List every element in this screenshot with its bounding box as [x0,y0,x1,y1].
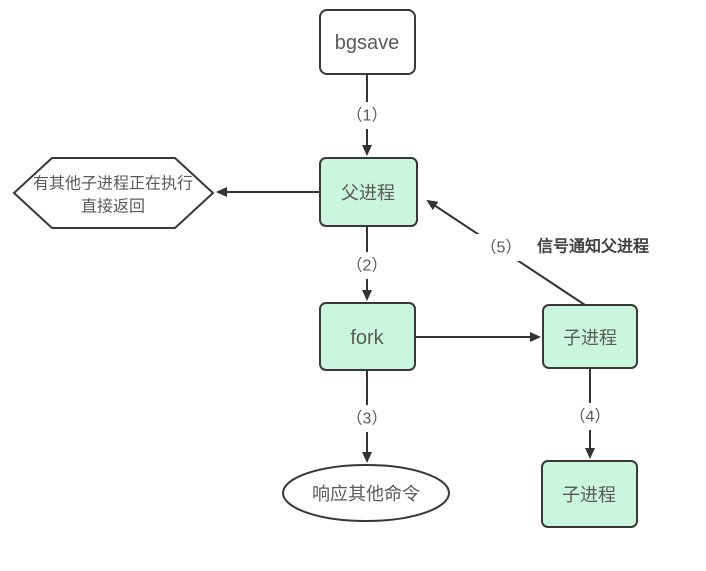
node-parent: 父进程 [319,157,418,227]
edge-label-step1-bg [338,102,396,129]
node-return-hexagon: 有其他子进程正在执行 直接返回 [12,157,215,229]
edge-label-step3-bg [338,405,396,432]
edge-label-step5-note: 信号通知父进程 [537,237,649,256]
node-child-lower-shape [541,460,638,528]
node-bgsave-shape [319,9,416,75]
node-fork-label: fork [350,327,384,349]
node-child-lower-label: 子进程 [562,485,616,505]
node-parent-shape [319,157,418,227]
node-respond-ellipse: 响应其他命令 [282,464,450,522]
node-respond-ellipse-label: 响应其他命令 [312,484,420,504]
edge-label-step1: （1） [338,102,396,129]
edge-label-step4-bg [561,403,619,430]
node-return-hexagon-line2: 直接返回 [81,198,145,216]
node-respond-ellipse-shape [282,464,450,522]
edge-label-step4: （4） [561,403,619,430]
edge-label-step5-text: （5） [481,239,522,257]
node-child-lower: 子进程 [541,460,638,528]
edge-label-step3-text: （3） [347,410,388,428]
node-fork-shape [319,302,416,371]
node-child-upper: 子进程 [542,304,638,369]
edge-label-step3: （3） [338,405,396,432]
edges [216,74,595,463]
edge-label-step2-bg [338,252,396,279]
node-fork: fork [319,302,416,371]
edge-label-step4-text: （4） [570,408,611,426]
edge-label-step5-bg [472,234,530,261]
node-child-upper-label: 子进程 [563,328,617,348]
node-return-hexagon-line1: 有其他子进程正在执行 [33,175,193,193]
edge-label-step2: （2） [338,252,396,279]
node-parent-label: 父进程 [341,183,395,203]
node-bgsave: bgsave [319,9,416,75]
edge-labels: （1） （2） （3） （4） （5） 信号通知父进程 [338,102,649,432]
node-bgsave-label: bgsave [335,32,400,54]
node-child-upper-shape [542,304,638,369]
edge-label-step2-text: （2） [347,257,388,275]
edge-label-step1-text: （1） [347,107,388,125]
node-return-hexagon-shape [12,157,215,229]
edge-label-step5: （5） [472,234,530,261]
